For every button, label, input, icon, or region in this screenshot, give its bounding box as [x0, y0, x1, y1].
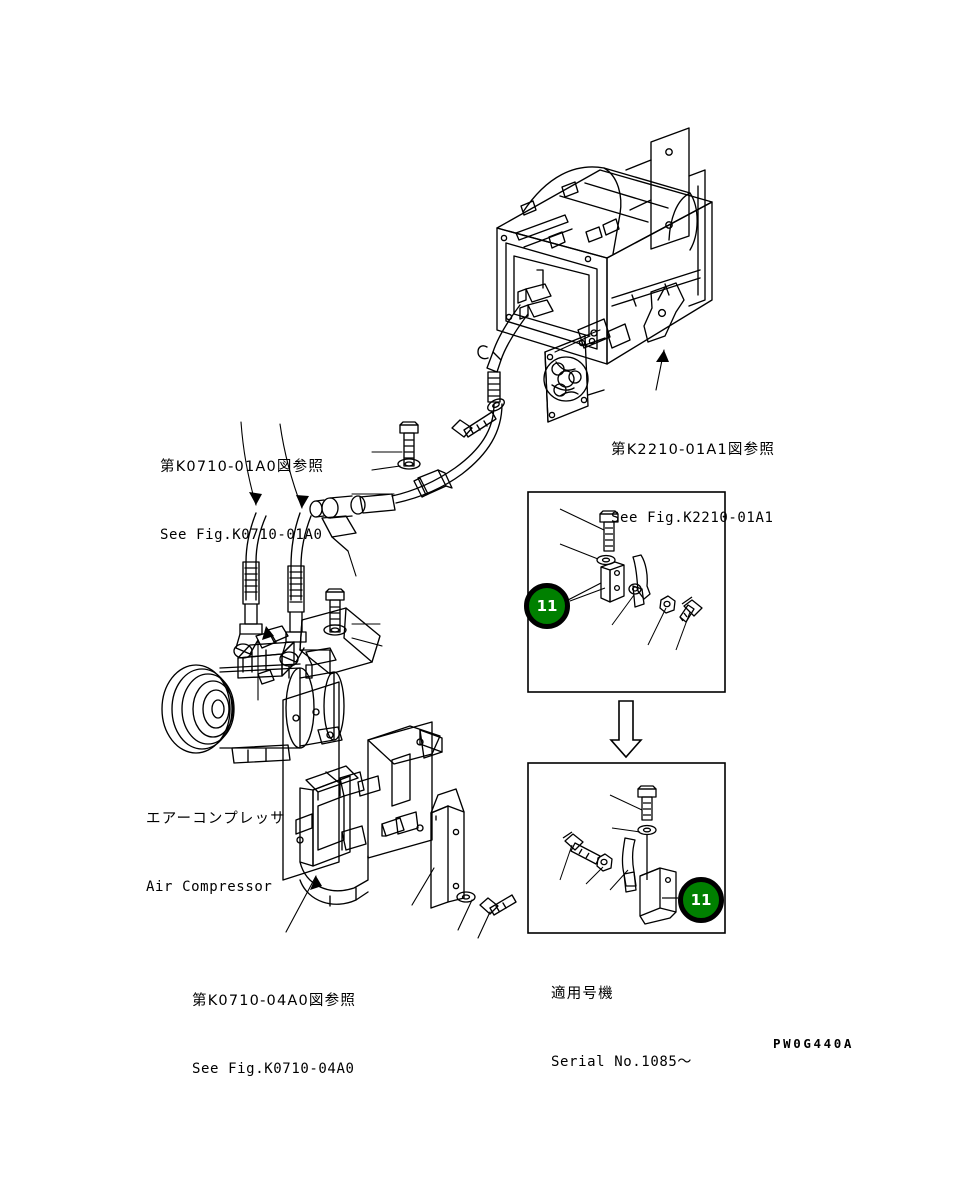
compressor-hose-pair: [233, 512, 312, 679]
callout-11-lower[interactable]: 11: [678, 877, 724, 923]
label-en: See Fig.K0710-04A0: [192, 1060, 355, 1077]
label-en: See Fig.K0710-01A0: [160, 526, 323, 543]
sheet-code: PW0G440A: [772, 1036, 854, 1051]
label-en: Air Compressor: [146, 878, 273, 895]
label-serial-note: 適用号機 Serial No.1085〜: [551, 938, 692, 1118]
compressor-mounting-bracket: [282, 681, 443, 907]
label-en: Serial No.1085〜: [551, 1053, 693, 1070]
label-jp: エアーコンプレッサ: [146, 811, 286, 828]
hvac-air-conditioner-unit: [496, 127, 713, 365]
callout-number: 11: [690, 891, 712, 909]
label-en: See Fig.K2210-01A1: [611, 509, 774, 526]
callout-number: 11: [536, 597, 558, 615]
label-ref-k0710-04a0: 第K0710-04A0図参照 See Fig.K0710-04A0: [192, 945, 356, 1125]
label-jp: 第K0710-04A0図参照: [192, 993, 357, 1010]
leader-lines: [240, 329, 665, 939]
air-compressor: [161, 625, 345, 764]
label-ref-k2210-01a1: 第K2210-01A1図参照 See Fig.K2210-01A1: [611, 394, 775, 574]
label-air-compressor: エアーコンプレッサ Air Compressor: [146, 763, 286, 943]
compressor-heat-shield: [299, 607, 381, 675]
callout-11-upper[interactable]: 11: [524, 583, 570, 629]
refrigerant-hose-assembly: [309, 304, 529, 552]
adjust-bracket-plate: [430, 788, 465, 909]
label-ref-k0710-01a0: 第K0710-01A0図参照 See Fig.K0710-01A0: [160, 411, 324, 591]
label-jp: 第K0710-01A0図参照: [160, 459, 325, 476]
label-jp: 第K2210-01A1図参照: [611, 442, 776, 459]
fastener-group-main: [323, 398, 517, 916]
leader-arrowheads: [249, 350, 669, 890]
label-jp: 適用号機: [551, 986, 614, 1003]
